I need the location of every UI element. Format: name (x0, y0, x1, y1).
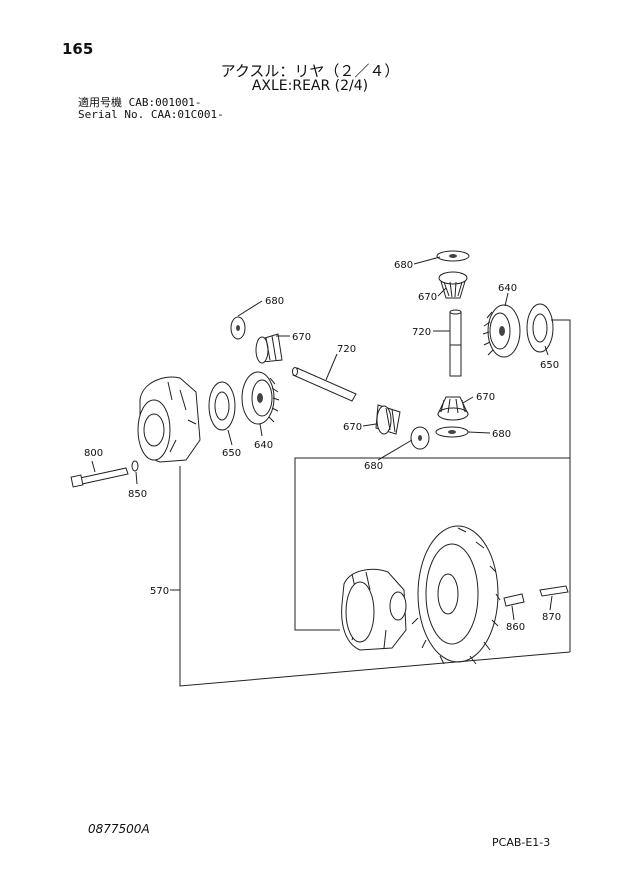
leader-lines (91, 256, 571, 687)
callout-870: 870 (542, 612, 561, 623)
pinion-shaft-720-vertical (449, 309, 462, 377)
thrust-washer-680-lower (435, 426, 469, 438)
callout-640-right: 640 (498, 283, 517, 294)
callout-670-left-top: 670 (292, 332, 311, 343)
callout-670-left-low: 670 (343, 422, 362, 433)
serial-number-line: Serial No. CAA:01C001- (78, 108, 224, 121)
ring-gear (411, 525, 501, 665)
callout-800: 800 (84, 448, 103, 459)
page-title-japanese: アクスル：リヤ（２／４） (220, 62, 400, 80)
callout-860: 860 (506, 622, 525, 633)
callout-640-left: 640 (254, 440, 273, 451)
pinion-gear-670-left-top (255, 333, 283, 364)
page-title-english: AXLE:REAR (2/4) (251, 78, 369, 94)
side-gear-640-right (482, 304, 521, 358)
thrust-washer-680-left-low (410, 426, 430, 450)
callout-720-left: 720 (337, 344, 356, 355)
callout-850: 850 (128, 489, 147, 500)
page-number: 165 (62, 40, 94, 58)
drawing-code: 0877500A (88, 822, 150, 836)
callout-680-left-top: 680 (265, 296, 284, 307)
applicable-serial-line: 適用号機 CAB:001001- (78, 96, 202, 109)
pinion-gear-670-left-low (375, 404, 401, 435)
pinion-gear-670-lower (437, 396, 469, 421)
callout-680-mid-right: 680 (492, 429, 511, 440)
thrust-washer-650-left (208, 381, 236, 431)
page-code: PCAB-E1-3 (492, 836, 551, 849)
callout-670-top: 670 (418, 292, 437, 303)
thrust-washer-680-left-top (230, 316, 246, 340)
callout-680-top: 680 (394, 260, 413, 271)
differential-case-right-half (341, 568, 407, 651)
callout-570: 570 (150, 586, 169, 597)
pinion-shaft-720-horizontal (292, 367, 357, 402)
thrust-washer-650-right (526, 303, 554, 353)
callout-680-left-low: 680 (364, 461, 383, 472)
lock-washer-850 (131, 460, 139, 472)
callout-670-mid-right: 670 (476, 392, 495, 403)
pin-870 (539, 585, 569, 597)
thrust-washer-680-top (436, 250, 470, 262)
side-gear-640-left (241, 371, 280, 425)
callout-labels: 680 670 720 640 650 670 680 680 670 720 … (84, 260, 561, 633)
differential-case-left-half (137, 376, 201, 463)
callout-650-right: 650 (540, 360, 559, 371)
callout-720-right: 720 (412, 327, 431, 338)
bolt-800 (70, 467, 129, 488)
pin-860 (503, 593, 525, 607)
callout-650-left: 650 (222, 448, 241, 459)
pinion-gear-670-top (438, 271, 468, 299)
